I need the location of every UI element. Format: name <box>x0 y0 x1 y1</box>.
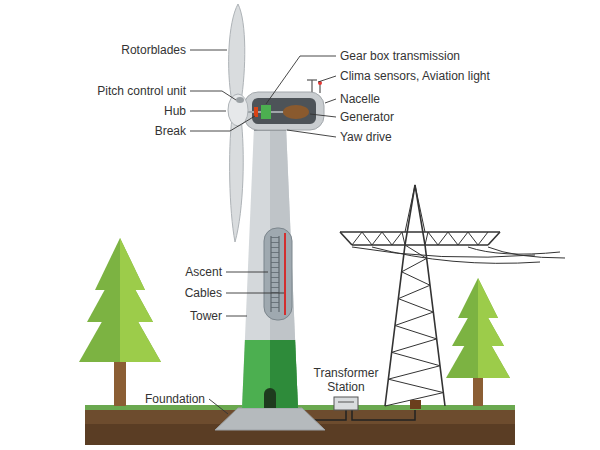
generator <box>283 105 309 119</box>
part-label: Foundation <box>145 392 205 406</box>
rotor-blade <box>229 4 245 102</box>
brake <box>254 107 258 117</box>
transformer-detail <box>338 402 354 403</box>
part-label: Clima sensors, Aviation light <box>340 69 490 83</box>
nacelle <box>244 92 324 130</box>
part-label: Pitch control unit <box>97 84 186 98</box>
tower <box>242 126 298 408</box>
part-label: Ascent <box>185 265 222 279</box>
gearbox <box>261 105 271 119</box>
part-label: Gear box transmission <box>340 49 460 63</box>
transformer-box <box>334 397 358 410</box>
soil <box>85 408 515 445</box>
tree <box>446 278 510 406</box>
part-label: Rotorblades <box>121 43 186 57</box>
part-label: Cables <box>185 286 222 300</box>
rotor-blade <box>230 118 244 242</box>
part-label: Tower <box>190 309 222 323</box>
pitch-control-unit <box>236 97 244 103</box>
rotor <box>228 4 248 242</box>
foundation <box>215 408 325 430</box>
ascent-cutaway <box>264 228 292 320</box>
pylon-connector <box>410 400 421 409</box>
part-label: Transformer Station <box>301 366 391 394</box>
door <box>264 388 276 408</box>
tree <box>79 238 161 406</box>
clima-sensors <box>307 80 322 93</box>
part-label: Nacelle <box>340 92 380 106</box>
part-label: Yaw drive <box>340 130 392 144</box>
part-label: Generator <box>340 110 394 124</box>
ground <box>85 405 515 445</box>
leader-lines <box>190 50 336 414</box>
part-label: Break <box>155 124 186 138</box>
part-label: Hub <box>164 104 186 118</box>
hub <box>228 94 248 126</box>
